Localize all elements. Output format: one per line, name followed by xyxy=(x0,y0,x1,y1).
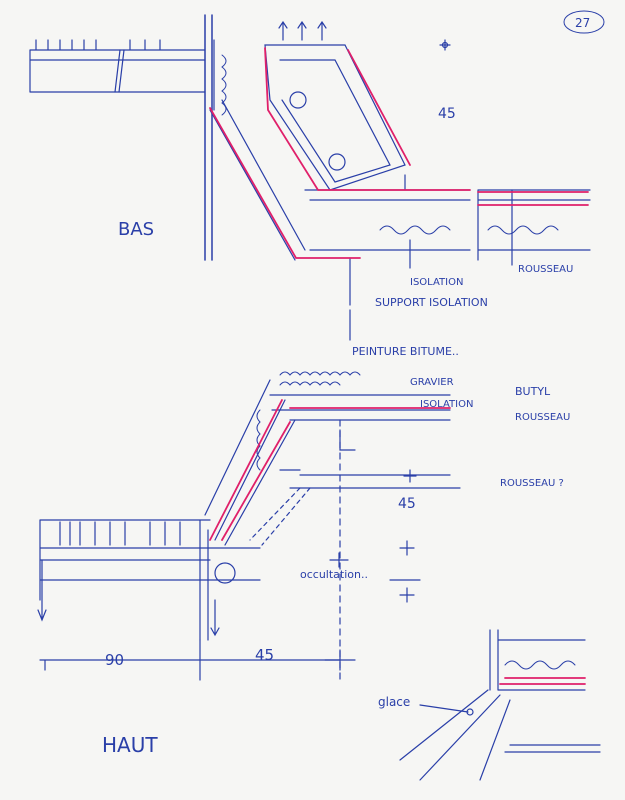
label-peinture-bitume: PEINTURE BITUME.. xyxy=(352,345,459,358)
dimension-top-45: 45 xyxy=(438,106,456,122)
section-label-haut: HAUT xyxy=(102,733,158,757)
label-rousseau-question: ROUSSEAU ? xyxy=(500,478,564,489)
dimension-90: 90 xyxy=(105,651,124,669)
top-detail-drawing xyxy=(29,14,591,341)
bottom-detail-drawing xyxy=(37,371,601,781)
page-number-badge xyxy=(563,10,605,34)
label-occultation: occultation.. xyxy=(300,568,368,581)
page-number: 27 xyxy=(575,16,590,30)
section-label-bas: BAS xyxy=(118,219,154,240)
bottom-membrane xyxy=(209,399,586,685)
label-glace: glace xyxy=(378,695,410,709)
dimension-45-upper: 45 xyxy=(398,496,416,512)
label-gravier: GRAVIER xyxy=(410,377,454,388)
label-butyl: BUTYL xyxy=(515,385,551,398)
label-isolation-top: ISOLATION xyxy=(410,277,463,288)
label-isolation-bottom: ISOLATION xyxy=(420,399,473,410)
label-rousseau-top: ROUSSEAU xyxy=(518,264,573,275)
label-support-isolation: SUPPORT ISOLATION xyxy=(375,296,488,309)
top-membrane xyxy=(209,47,589,259)
label-rousseau-bottom: ROUSSEAU xyxy=(515,412,570,423)
dimension-45-lower: 45 xyxy=(255,646,274,664)
